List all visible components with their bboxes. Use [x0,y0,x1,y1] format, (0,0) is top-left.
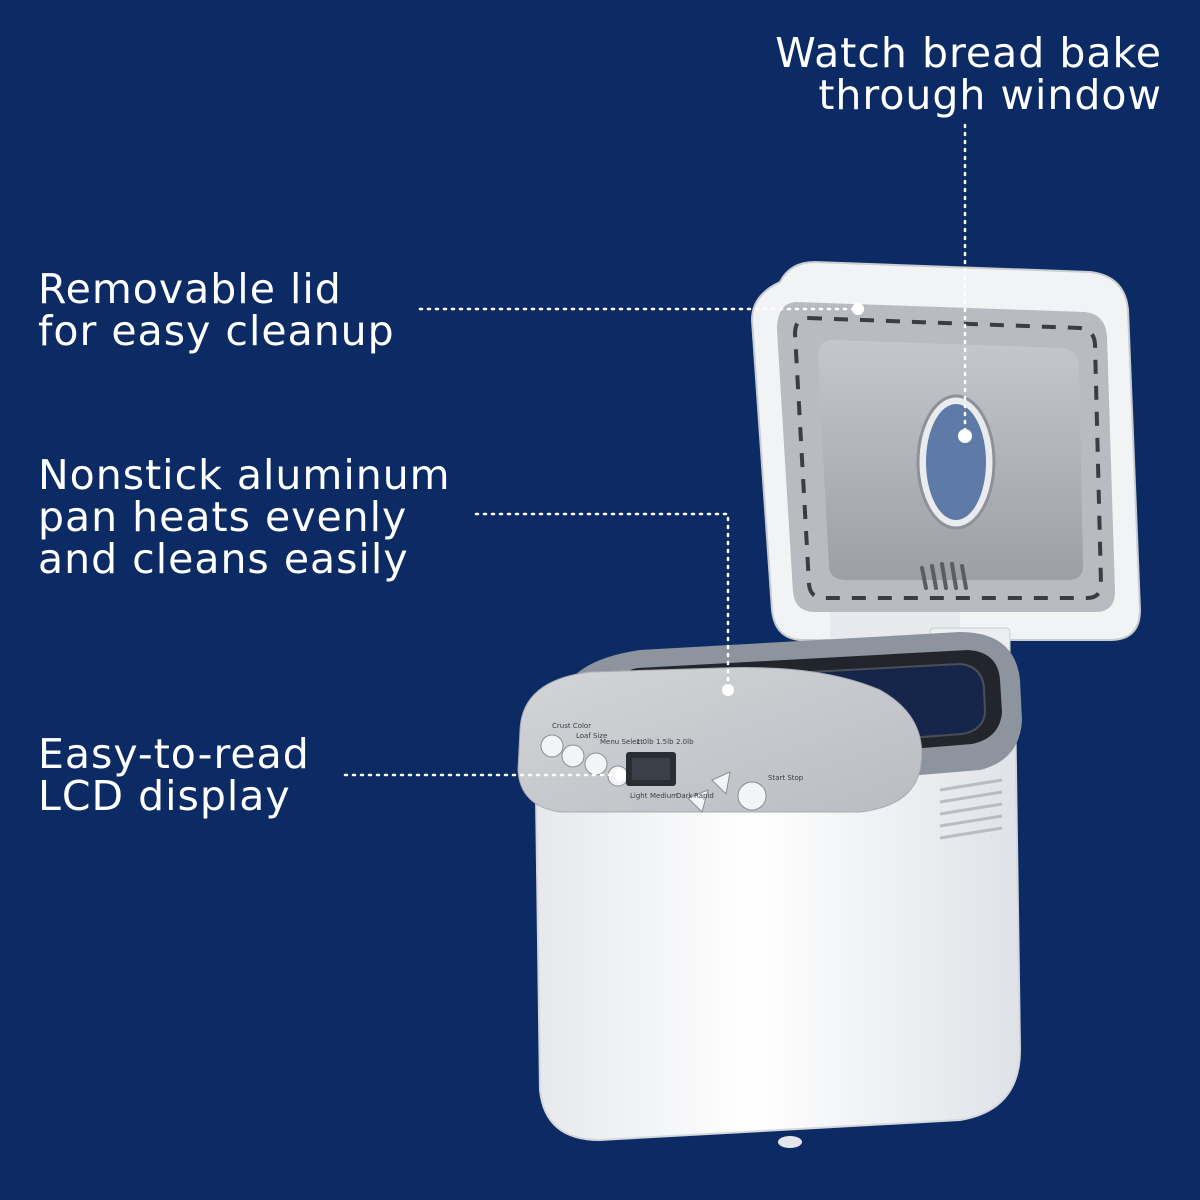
pan-callout-line: and cleans easily [38,535,409,583]
window-leader-dot [958,429,972,443]
pan-callout-line: Nonstick aluminum [38,451,451,499]
arrow-up-button [711,771,731,796]
removable-lid [750,260,1142,657]
weight-label: 1.5lb [656,738,674,746]
start-stop-label: Start Stop [768,774,804,782]
menu-select-button [584,752,608,776]
crust-shade-label: Light [630,792,648,800]
side-vent [939,778,1003,840]
crust-shade-label: Rapid [694,792,714,800]
weight-label: 1.0lb [636,738,654,746]
lcd-callout-line: LCD display [38,772,291,820]
lid-vent [920,562,968,590]
control-panel: Crust Color Loaf Size Menu Select Start … [517,666,923,813]
crust-color-label: Crust Color [552,722,591,730]
weight-label: 2.0lb [676,738,694,746]
crust-shade-label: Dark [676,792,694,800]
pan-leader-dot [722,684,734,696]
lcd-leader-dot [614,769,626,781]
pan-leader-line [474,512,730,690]
crust-shade-label: Medium [650,792,678,800]
menu-select-label: Menu Select [600,738,643,746]
lid-callout-line: Removable lid [38,265,342,313]
window-callout: Watch bread bake through window [775,32,1162,116]
lid-leader-dot [852,303,864,315]
arrow-down-button [687,789,709,813]
crust-color-button [540,734,564,758]
pan-callout: Nonstick aluminum pan heats evenly and c… [38,454,451,580]
lid-callout: Removable lid for easy cleanup [38,268,395,352]
lcd-callout-line: Easy-to-read [38,730,310,778]
lid-callout-line: for easy cleanup [38,307,395,355]
start-stop-button [737,781,767,811]
window-callout-line: Watch bread bake [775,29,1162,77]
lcd-callout: Easy-to-read LCD display [38,733,310,817]
loaf-size-button [561,744,585,768]
loaf-size-label: Loaf Size [576,732,607,740]
pan-callout-line: pan heats evenly [38,493,408,541]
window-callout-line: through window [818,71,1162,119]
